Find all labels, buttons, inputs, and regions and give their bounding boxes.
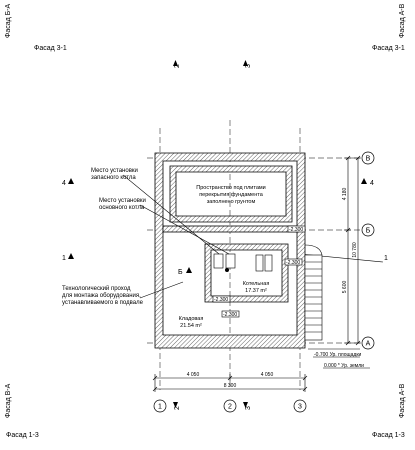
annotation-main-boiler-line-2: основного котла xyxy=(99,205,145,211)
ground-level-mark: -0.700 Ур. площадки xyxy=(314,352,362,358)
axis-bubble-row-a xyxy=(361,336,375,350)
axis-bubble-col-3 xyxy=(293,399,307,413)
outer-wall xyxy=(154,152,306,349)
level-mark-c: -2.300 xyxy=(214,297,228,303)
axis-label-col-2: 2 xyxy=(228,404,232,411)
storage-room-name: Кладовая xyxy=(179,316,204,322)
facade-label-top-right-vertical: Фасад А-В xyxy=(399,3,406,38)
boiler-room-area: 17.37 m² xyxy=(245,288,267,294)
stair xyxy=(304,254,323,341)
section-label-bottom-2: 2 xyxy=(174,406,181,410)
axis-label-row-b: Б xyxy=(366,228,371,235)
axis-label-row-v: В xyxy=(366,156,371,163)
section-label-b: Б xyxy=(178,269,183,276)
boiler-room-name: Котельная xyxy=(243,281,270,287)
annotation-passage-line-3: устанавливаемого в подвале xyxy=(62,300,144,306)
axis-label-col-1: 1 xyxy=(158,404,162,411)
facade-label-top-left-vertical: Фасад Б-А xyxy=(5,3,12,38)
facade-label-bottom-right: Фасад 1-3 xyxy=(372,432,405,439)
axis-bubble-col-1 xyxy=(153,399,167,413)
section-arrow-bottom-3 xyxy=(243,402,248,408)
annotation-spare-boiler-line-2: запасного котла xyxy=(91,175,136,181)
section-arrow-right-4 xyxy=(361,178,367,184)
level-mark-a: -2.300 xyxy=(286,260,300,266)
level-mark-d: -2.300 xyxy=(223,312,237,318)
annotation-passage-line-1: Технологический проход xyxy=(62,285,131,292)
section-arrow-bottom-2 xyxy=(173,402,178,408)
boiler-marker-icon xyxy=(225,268,229,272)
foundation-space-line-2: перекрытия фундамента xyxy=(199,192,264,198)
facade-label-bottom-right-vertical: Фасад А-В xyxy=(399,383,406,418)
main-boiler-icon xyxy=(225,253,236,269)
facade-label-top-left: Фасад 3-1 xyxy=(34,45,67,52)
section-arrow-top-3 xyxy=(243,60,248,66)
section-arrow-top-2 xyxy=(173,60,178,66)
level-mark-b: -2.300 xyxy=(289,227,303,233)
storage-room-area: 21.54 m² xyxy=(180,323,202,329)
section-label-top-3: 3 xyxy=(245,64,252,68)
annotation-passage-line-2: для монтажа оборудования, xyxy=(62,293,141,299)
foundation-space-line-3: заполнено грунтом xyxy=(207,199,256,205)
axis-bubble-row-b xyxy=(361,223,375,237)
section-label-top-2: 2 xyxy=(174,64,181,68)
section-label-right-4: 4 xyxy=(370,180,374,187)
annotation-main-boiler-line-1: Место установки xyxy=(99,198,146,204)
facade-label-bottom-left: Фасад 1-3 xyxy=(6,432,39,439)
facade-label-top-right: Фасад 3-1 xyxy=(372,45,405,52)
axis-bubble-row-v xyxy=(361,151,375,165)
axis-label-row-a: А xyxy=(366,341,371,348)
ground-level-mark-2: 0.000 * Ур. земли xyxy=(324,363,364,369)
axis-bubble-col-2 xyxy=(223,399,237,413)
section-arrow-b xyxy=(186,267,192,273)
section-label-left-4: 4 xyxy=(62,180,66,187)
section-label-bottom-3: 3 xyxy=(245,406,252,410)
dimension-right-lower: 5 600 xyxy=(342,281,348,294)
dimension-right-upper: 4 180 xyxy=(342,188,348,201)
boiler-equipment-icon xyxy=(255,254,264,272)
boiler-equipment-2-icon xyxy=(264,254,273,272)
annotation-spare-boiler-line-1: Место установки xyxy=(91,168,138,174)
spare-boiler-icon xyxy=(213,253,224,269)
section-label-left-1: 1 xyxy=(62,255,66,262)
dimension-right-total: 10 780 xyxy=(352,242,358,258)
dimension-bottom-total: 8 300 xyxy=(224,383,237,389)
dimension-bottom-right: 4 050 xyxy=(261,372,274,378)
section-label-right-1: 1 xyxy=(384,255,388,262)
section-arrow-left-4 xyxy=(68,178,74,184)
dimension-bottom-left: 4 050 xyxy=(187,372,200,378)
section-arrow-left-1 xyxy=(68,253,74,259)
axis-label-col-3: 3 xyxy=(298,404,302,411)
foundation-space-line-1: Пространство под плитами xyxy=(196,185,266,191)
foundation-space xyxy=(169,165,293,223)
facade-label-bottom-left-vertical: Фасад В-А xyxy=(5,383,12,418)
